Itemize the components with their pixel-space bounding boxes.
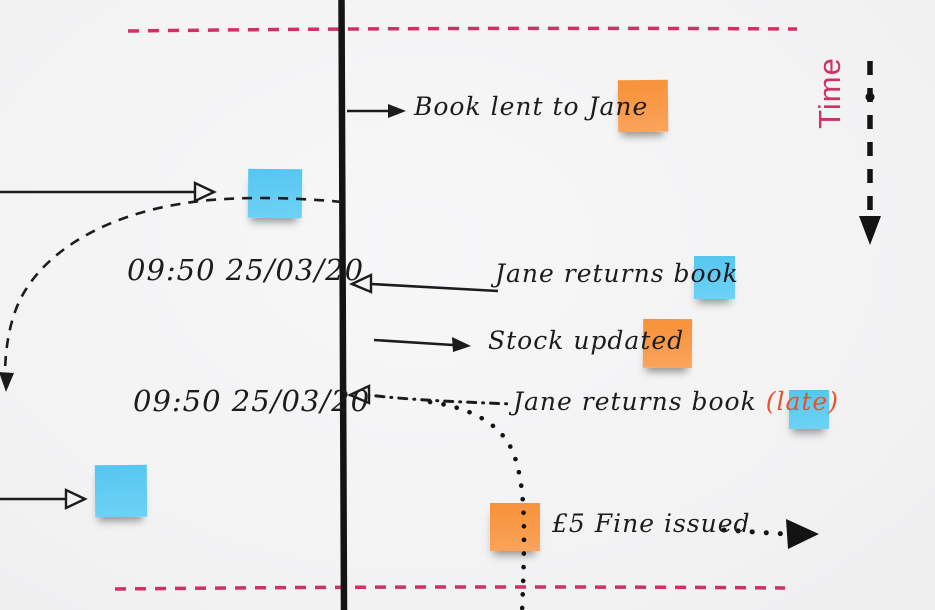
dashed-return-curve-arrow[interactable] bbox=[0, 196, 343, 392]
arrow-incoming-top[interactable] bbox=[0, 181, 217, 203]
label-fine-issued[interactable]: £5 Fine issued bbox=[552, 509, 751, 538]
sticky-note-blue-return-curve[interactable] bbox=[247, 168, 303, 219]
sticky-note-blue-jane-returns[interactable] bbox=[694, 256, 735, 299]
time-window-top-boundary[interactable] bbox=[127, 26, 798, 33]
label-book-lent[interactable]: Book lent to Jane bbox=[414, 92, 649, 121]
timeline-axis[interactable] bbox=[338, 0, 348, 610]
sticky-note-orange-fine[interactable] bbox=[490, 503, 540, 551]
label-stock-updated[interactable]: Stock updated bbox=[488, 326, 685, 355]
label-jane-returns[interactable]: Jane returns book bbox=[495, 259, 739, 288]
arrow-jane-returns[interactable] bbox=[349, 273, 499, 294]
arrow-stock-updated[interactable] bbox=[373, 337, 471, 352]
sticky-note-blue-jane-returns-late[interactable] bbox=[789, 390, 829, 429]
sticky-note-blue-bottom-left[interactable] bbox=[94, 464, 148, 518]
time-window-bottom-boundary[interactable] bbox=[114, 585, 786, 591]
time-direction-arrow-icon bbox=[859, 61, 881, 245]
label-jane-returns-late[interactable]: Jane returns book (late) bbox=[513, 387, 839, 417]
label-timestamp-1[interactable]: 09:50 25/03/20 bbox=[127, 253, 365, 287]
time-axis-label[interactable]: Time bbox=[812, 57, 847, 129]
arrow-jane-returns-late[interactable] bbox=[347, 384, 515, 406]
label-timestamp-2[interactable]: 09:50 25/03/20 bbox=[133, 384, 371, 418]
label-late-suffix: (late) bbox=[765, 387, 839, 416]
arrow-book-lent[interactable] bbox=[347, 104, 406, 118]
label-jane-returns-late-text: Jane returns book bbox=[513, 387, 766, 416]
arrow-incoming-bottom[interactable] bbox=[0, 488, 88, 510]
